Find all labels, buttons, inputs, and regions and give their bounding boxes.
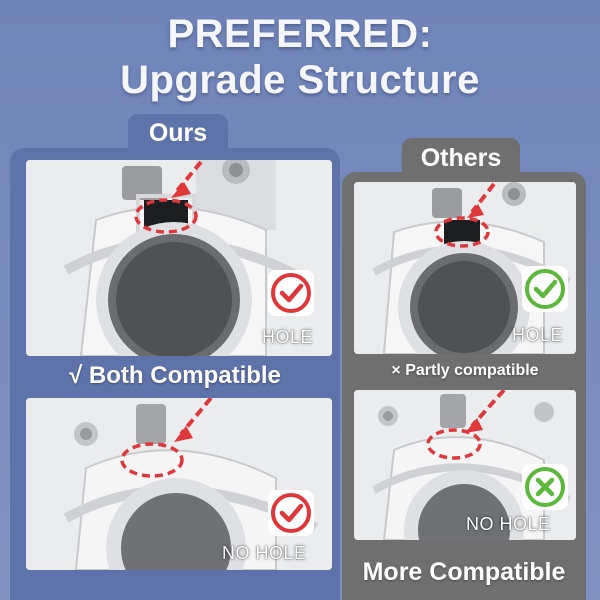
headline-line-1: PREFERRED: <box>167 12 433 56</box>
others-middle-label: × Partly compatible <box>391 362 539 379</box>
ours-top-check-icon <box>268 270 314 316</box>
ours-middle-label: √ Both Compatible <box>69 362 281 389</box>
headline-line-2: Upgrade Structure <box>120 58 480 102</box>
others-tab: Others <box>402 138 520 178</box>
others-top-photo <box>354 182 576 354</box>
others-top-hole-label: HOLE <box>512 325 564 345</box>
others-top-check-icon <box>522 266 568 312</box>
others-bottom-cross-icon <box>522 464 568 510</box>
ours-tab: Ours <box>128 114 228 154</box>
footer-label: More Compatible <box>362 558 566 586</box>
ours-top-photo <box>26 160 332 356</box>
ours-bottom-hole-label: NO HOLE <box>222 543 307 563</box>
others-bottom-hole-label: NO HOLE <box>466 514 551 534</box>
ours-top-hole-label: HOLE <box>262 327 314 347</box>
ours-bottom-check-icon <box>268 490 314 536</box>
